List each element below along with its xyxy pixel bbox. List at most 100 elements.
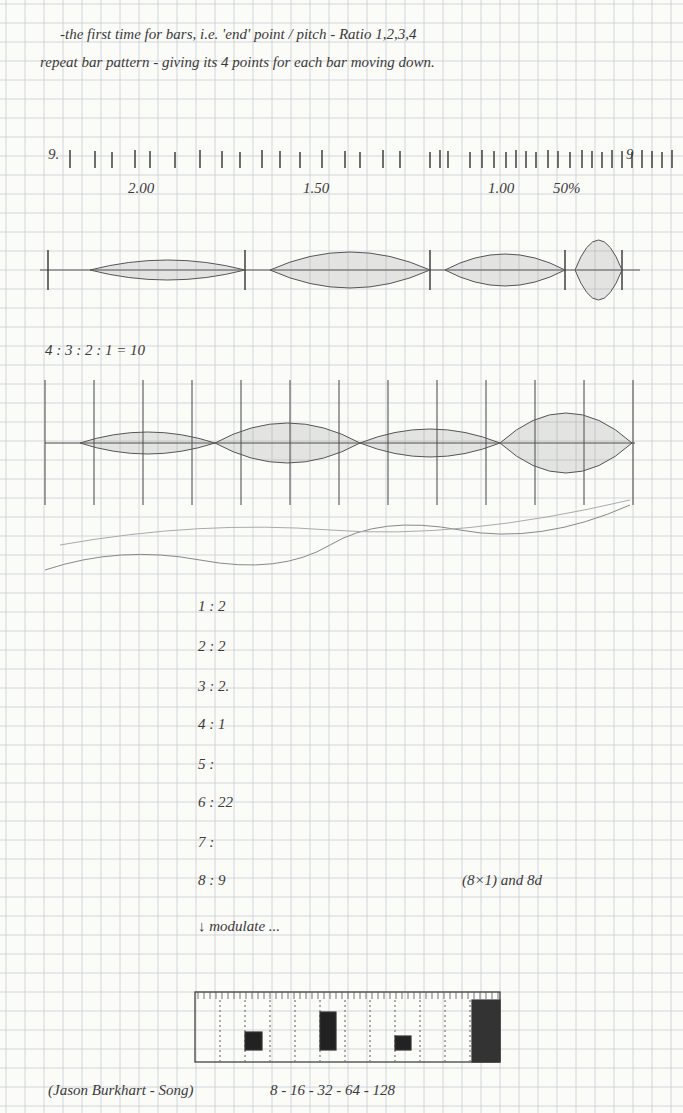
grid-line xyxy=(0,878,683,879)
grid-line xyxy=(576,0,577,1113)
division-line xyxy=(244,1000,245,1062)
grid-line xyxy=(348,0,349,1113)
small-tick xyxy=(336,992,337,999)
beat-tick xyxy=(661,152,662,168)
small-tick xyxy=(354,992,355,999)
handwritten-note: 4 : 3 : 2 : 1 = 10 xyxy=(45,342,145,359)
grid-line xyxy=(0,954,683,955)
division-line xyxy=(444,1000,445,1062)
grid-line xyxy=(44,0,45,1113)
small-tick xyxy=(486,992,487,999)
grid-line xyxy=(0,973,683,974)
beat-tick xyxy=(505,152,506,168)
grid-line xyxy=(0,308,683,309)
small-tick xyxy=(462,992,463,999)
grid-line xyxy=(500,0,501,1113)
grid-line xyxy=(367,0,368,1113)
grid-line xyxy=(671,0,672,1113)
beat-tick xyxy=(111,152,112,168)
filled-block xyxy=(245,1032,262,1050)
grid-line xyxy=(0,1068,683,1069)
small-tick xyxy=(318,992,319,999)
small-tick xyxy=(342,992,343,999)
handwritten-note: 9. xyxy=(48,146,59,163)
small-tick xyxy=(438,992,439,999)
grid-line xyxy=(0,593,683,594)
grid-line xyxy=(0,118,683,119)
grid-line xyxy=(0,289,683,290)
small-tick xyxy=(348,992,349,999)
division-line xyxy=(344,1000,345,1062)
handwritten-note: 1.00 xyxy=(488,180,514,197)
grid-line xyxy=(272,0,273,1113)
grid-line xyxy=(0,631,683,632)
small-tick xyxy=(210,992,211,999)
grid-line xyxy=(0,403,683,404)
beat-tick xyxy=(641,150,642,168)
handwritten-note: ↓ modulate ... xyxy=(198,918,280,935)
grid-line xyxy=(0,707,683,708)
grid-line xyxy=(0,802,683,803)
envelope-shape xyxy=(80,432,215,454)
handwritten-note: 3 : 2. xyxy=(198,678,229,695)
grid-line xyxy=(0,859,683,860)
grid-line xyxy=(139,0,140,1113)
small-tick xyxy=(264,992,265,999)
small-tick xyxy=(306,992,307,999)
small-tick xyxy=(288,992,289,999)
grid-line xyxy=(0,574,683,575)
small-tick xyxy=(222,992,223,999)
small-tick xyxy=(426,992,427,999)
handwritten-note: 1 : 2 xyxy=(198,598,226,615)
handwritten-note: 8 : 9 xyxy=(198,872,226,889)
handwritten-note: 7 : xyxy=(198,834,214,851)
handwritten-note: 6 : 22 xyxy=(198,794,233,811)
beat-tick xyxy=(221,151,222,168)
grid-line xyxy=(0,175,683,176)
grid-line xyxy=(443,0,444,1113)
small-tick xyxy=(492,992,493,999)
beat-tick xyxy=(525,151,526,168)
small-tick xyxy=(390,992,391,999)
grid-line xyxy=(386,0,387,1113)
small-tick xyxy=(360,992,361,999)
handwritten-note: 2 : 2 xyxy=(198,638,226,655)
beat-tick xyxy=(134,150,135,168)
grid-line xyxy=(215,0,216,1113)
small-tick xyxy=(468,992,469,999)
envelope-shape xyxy=(360,429,500,457)
small-tick xyxy=(414,992,415,999)
small-tick xyxy=(204,992,205,999)
grid-line xyxy=(0,897,683,898)
grid-line xyxy=(158,0,159,1113)
grid-line xyxy=(538,0,539,1113)
grid-line xyxy=(0,232,683,233)
grid-line xyxy=(0,669,683,670)
grid-line xyxy=(0,555,683,556)
grid-line xyxy=(0,80,683,81)
grid-line xyxy=(0,384,683,385)
division-line xyxy=(294,1000,295,1062)
beat-tick xyxy=(621,151,622,168)
grid-line xyxy=(234,0,235,1113)
division-line xyxy=(419,1000,420,1062)
grid-line xyxy=(0,745,683,746)
grid-line xyxy=(595,0,596,1113)
beat-tick xyxy=(601,152,602,168)
grid-line xyxy=(0,764,683,765)
grid-line xyxy=(0,99,683,100)
beat-tick xyxy=(344,151,345,168)
small-tick xyxy=(372,992,373,999)
grid-line xyxy=(82,0,83,1113)
grid-line xyxy=(329,0,330,1113)
division-line xyxy=(269,1000,270,1062)
grid-line xyxy=(519,0,520,1113)
division-line xyxy=(369,1000,370,1062)
small-tick xyxy=(258,992,259,999)
grid-line xyxy=(0,783,683,784)
grid-line xyxy=(0,650,683,651)
small-tick xyxy=(228,992,229,999)
small-tick xyxy=(444,992,445,999)
beat-tick xyxy=(261,150,262,168)
beat-tick xyxy=(94,151,95,168)
